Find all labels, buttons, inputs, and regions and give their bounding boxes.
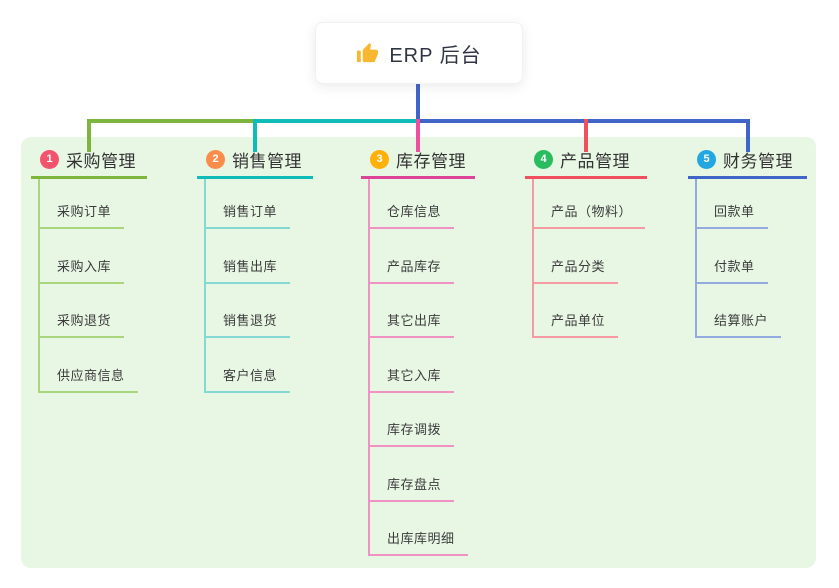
branch-drop-line xyxy=(253,119,257,152)
branch-5: 5 财务管理回款单付款单结算账户 xyxy=(688,148,807,338)
child-node-label: 产品单位 xyxy=(534,310,619,338)
branch-index-badge: 2 xyxy=(206,149,225,169)
branch-index-badge: 4 xyxy=(534,149,553,169)
branch-index-badge: 1 xyxy=(40,149,59,169)
branch-title: 库存管理 xyxy=(396,151,466,171)
child-node-label: 其它出库 xyxy=(370,310,455,338)
child-node[interactable]: 其它入库 xyxy=(370,338,455,393)
child-node-label: 销售订单 xyxy=(206,201,291,229)
child-node-label: 客户信息 xyxy=(206,365,291,393)
child-node[interactable]: 结算账户 xyxy=(697,284,782,338)
child-node-label: 回款单 xyxy=(697,201,768,229)
thumbs-up-icon xyxy=(357,42,379,62)
child-node-label: 采购订单 xyxy=(40,201,125,229)
branch-title: 销售管理 xyxy=(232,151,302,171)
branch-title: 采购管理 xyxy=(66,151,136,171)
branch-title: 财务管理 xyxy=(723,151,793,171)
trunk-segment-blue xyxy=(416,119,750,123)
child-node-label: 产品（物料） xyxy=(534,201,646,229)
child-node[interactable]: 销售出库 xyxy=(206,229,291,284)
child-node[interactable]: 出库库明细 xyxy=(370,502,468,556)
branch-children: 销售订单销售出库销售退货客户信息 xyxy=(204,179,313,393)
branch-1: 1 采购管理采购订单采购入库采购退货供应商信息 xyxy=(31,148,147,393)
child-node[interactable]: 付款单 xyxy=(697,229,768,284)
root-connector-line xyxy=(416,84,420,123)
child-node[interactable]: 产品分类 xyxy=(534,229,619,284)
branch-header[interactable]: 5 财务管理 xyxy=(688,148,807,179)
child-node-label: 库存调拨 xyxy=(370,419,455,447)
branch-3: 3 库存管理仓库信息产品库存其它出库其它入库库存调拨库存盘点出库库明细 xyxy=(361,148,475,556)
branch-4: 4 产品管理产品（物料） 产品分类产品单位 xyxy=(525,148,647,338)
child-node-label: 其它入库 xyxy=(370,365,455,393)
child-node-label: 付款单 xyxy=(697,256,768,284)
child-node-label: 采购退货 xyxy=(40,310,125,338)
root-node[interactable]: ERP 后台 xyxy=(315,22,523,84)
child-node[interactable]: 客户信息 xyxy=(206,338,291,393)
branch-drop-line xyxy=(584,119,588,152)
child-node[interactable]: 产品单位 xyxy=(534,284,619,338)
branches-panel xyxy=(21,137,816,568)
child-node-label: 采购入库 xyxy=(40,256,125,284)
child-node-label: 结算账户 xyxy=(697,310,782,338)
child-node[interactable]: 采购订单 xyxy=(40,179,125,229)
branch-children: 产品（物料） 产品分类产品单位 xyxy=(532,179,647,338)
child-node[interactable]: 回款单 xyxy=(697,179,768,229)
child-node[interactable]: 其它出库 xyxy=(370,284,455,338)
branch-drop-line xyxy=(416,119,420,152)
child-node-label: 销售出库 xyxy=(206,256,291,284)
branch-2: 2 销售管理销售订单销售出库销售退货客户信息 xyxy=(197,148,313,393)
child-node[interactable]: 库存调拨 xyxy=(370,393,455,447)
child-node[interactable]: 供应商信息 xyxy=(40,338,138,393)
child-node[interactable]: 销售退货 xyxy=(206,284,291,338)
child-node-label: 产品库存 xyxy=(370,256,455,284)
branch-header[interactable]: 3 库存管理 xyxy=(361,148,475,179)
child-node[interactable]: 采购退货 xyxy=(40,284,125,338)
branch-header[interactable]: 1 采购管理 xyxy=(31,148,147,179)
child-node[interactable]: 产品（物料） xyxy=(534,179,646,229)
trunk-segment-teal xyxy=(253,119,416,123)
branch-title: 产品管理 xyxy=(560,151,630,171)
root-title: ERP 后台 xyxy=(389,44,482,67)
child-node[interactable]: 仓库信息 xyxy=(370,179,455,229)
child-node-label: 产品分类 xyxy=(534,256,619,284)
child-node-label: 出库库明细 xyxy=(370,528,468,556)
branch-children: 仓库信息产品库存其它出库其它入库库存调拨库存盘点出库库明细 xyxy=(368,179,475,556)
child-node[interactable]: 销售订单 xyxy=(206,179,291,229)
branch-children: 回款单付款单结算账户 xyxy=(695,179,807,338)
trunk-segment-green xyxy=(87,119,253,123)
branch-header[interactable]: 4 产品管理 xyxy=(525,148,647,179)
child-node[interactable]: 产品库存 xyxy=(370,229,455,284)
branch-drop-line xyxy=(87,119,91,152)
child-node[interactable]: 库存盘点 xyxy=(370,447,455,502)
child-node[interactable]: 采购入库 xyxy=(40,229,125,284)
branch-header[interactable]: 2 销售管理 xyxy=(197,148,313,179)
branch-index-badge: 5 xyxy=(697,149,716,169)
child-node-label: 库存盘点 xyxy=(370,474,455,502)
branch-children: 采购订单采购入库采购退货供应商信息 xyxy=(38,179,147,393)
branch-drop-line xyxy=(746,119,750,152)
child-node-label: 仓库信息 xyxy=(370,201,455,229)
child-node-label: 供应商信息 xyxy=(40,365,138,393)
child-node-label: 销售退货 xyxy=(206,310,291,338)
branch-index-badge: 3 xyxy=(370,149,389,169)
